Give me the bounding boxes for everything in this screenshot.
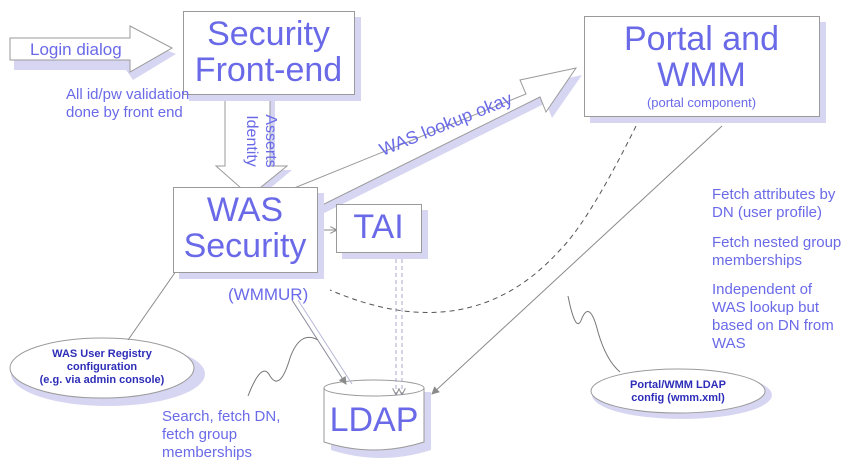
search-note-squiggle xyxy=(247,336,319,397)
registry-callout-text: WAS User Registry configuration (e.g. vi… xyxy=(14,348,190,387)
fetch-attributes-note: Fetch attributes by DN (user profile) xyxy=(712,186,835,222)
portal-box xyxy=(584,16,820,117)
was-security-box xyxy=(173,187,318,273)
wmmur-label: (WMMUR) xyxy=(228,285,309,304)
search-note-line-1: Search, fetch DN, xyxy=(162,408,281,425)
security-frontend-box xyxy=(183,11,355,95)
independent-note-line-4: WAS xyxy=(712,335,746,352)
wmmur-to-ldap-connector xyxy=(291,299,347,385)
tai-title: TAI xyxy=(353,208,404,246)
registry-to-was-connector xyxy=(127,263,182,341)
fetch-groups-note: Fetch nested group memberships xyxy=(712,234,841,270)
portal-title-line-2: WMM xyxy=(657,56,746,94)
independent-note-line-1: Independent of xyxy=(712,281,813,298)
search-note: Search, fetch DN, fetch group membership… xyxy=(162,408,280,462)
was-security-title-line-1: WAS xyxy=(206,191,284,229)
portal-ldap-callout xyxy=(590,368,766,414)
wmmur-to-ldap-connector-2 xyxy=(297,299,353,385)
asserts-identity-label-line-2: Identity xyxy=(243,115,260,167)
portal-subtitle: (portal component) xyxy=(646,95,757,110)
was-security-title: WAS Security xyxy=(173,192,317,264)
registry-callout-line-2: configuration xyxy=(66,361,138,373)
security-frontend-title-line-2: Front-end xyxy=(194,51,343,89)
registry-callout-line-3: (e.g. via admin console) xyxy=(39,374,165,386)
portal-to-ldap-connector xyxy=(431,125,723,395)
portal-title-line-1: Portal and xyxy=(624,20,779,58)
asserts-identity-label-line-1: Asserts xyxy=(262,114,279,168)
login-arrow-body xyxy=(9,25,174,73)
independent-note-line-2: WAS lookup but xyxy=(712,299,819,316)
fetch-groups-note-line-2: memberships xyxy=(712,252,803,269)
independent-note: Independent of WAS lookup but based on D… xyxy=(712,281,834,353)
ldap-title: LDAP xyxy=(329,401,419,439)
was-security-title-line-2: Security xyxy=(183,227,307,265)
security-frontend-title-line-1: Security xyxy=(207,15,330,53)
asserts-identity-label: Asserts Identity xyxy=(242,96,280,186)
validation-note-line-1: All id/pw validation xyxy=(66,86,190,103)
registry-callout-line-1: WAS User Registry xyxy=(52,348,152,360)
fetch-groups-note-line-1: Fetch nested group xyxy=(712,234,842,251)
fetch-attributes-note-line-1: Fetch attributes by xyxy=(712,186,836,203)
independent-note-line-3: based on DN from xyxy=(712,317,834,334)
registry-callout xyxy=(9,337,195,399)
portal-ldap-callout-line-1: Portal/WMM LDAP xyxy=(630,379,726,391)
security-frontend-title: Security Front-end xyxy=(183,16,354,88)
ldap-cylinder-body xyxy=(323,388,425,451)
portal-ldap-callout-text: Portal/WMM LDAP config (wmm.xml) xyxy=(598,379,758,405)
login-dialog-label: Login dialog xyxy=(30,40,122,59)
independent-note-squiggle xyxy=(567,295,621,373)
asserts-identity-arrow xyxy=(214,93,289,197)
fetch-attributes-note-line-2: DN (user profile) xyxy=(712,204,823,221)
portal-ldap-callout-line-2: config (wmm.xml) xyxy=(631,392,725,404)
validation-note-line-2: done by front end xyxy=(66,104,183,121)
validation-note: All id/pw validation done by front end xyxy=(66,86,189,122)
tai-box xyxy=(336,204,422,253)
search-note-line-3: memberships xyxy=(162,444,253,461)
search-note-line-2: fetch group xyxy=(162,426,238,443)
portal-title: Portal and WMM xyxy=(584,21,819,93)
was-lookup-arrow xyxy=(271,67,578,222)
ldap-cylinder-top xyxy=(323,379,425,397)
